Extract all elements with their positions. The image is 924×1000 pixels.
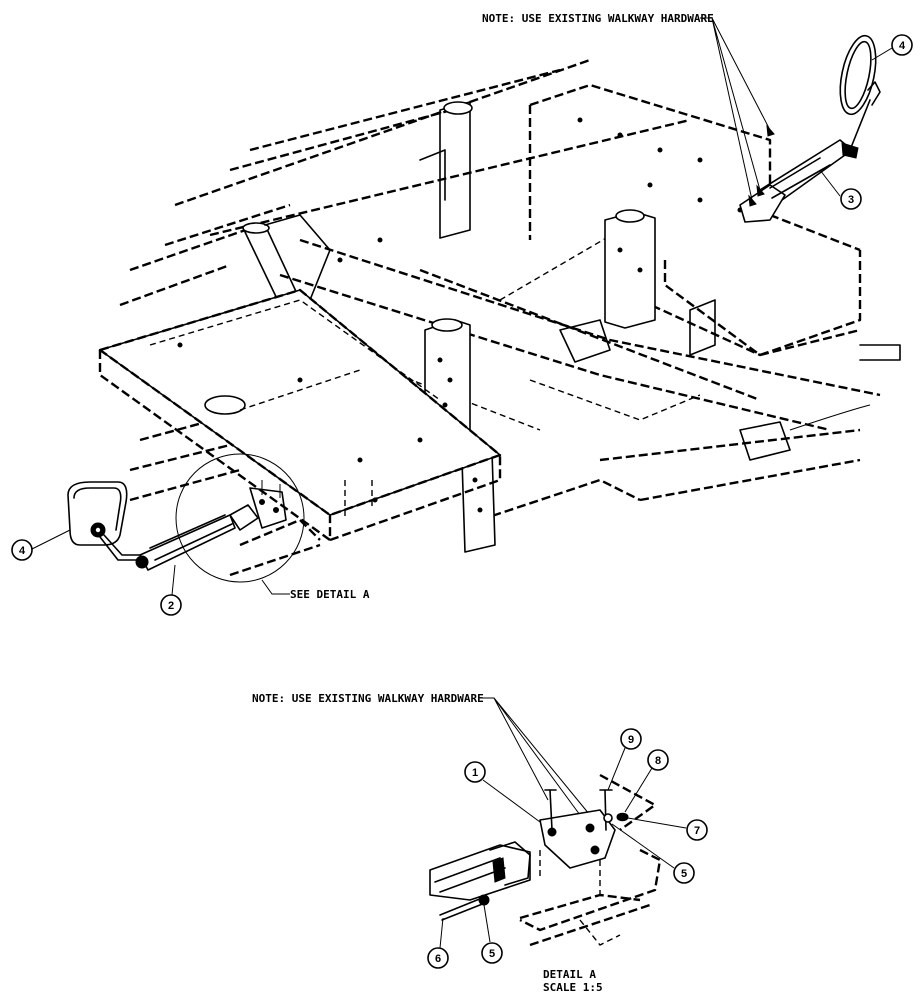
svg-text:9: 9 bbox=[628, 734, 634, 746]
callout-4-left: 4 bbox=[11, 529, 71, 561]
top-note-label: NOTE: USE EXISTING WALKWAY HARDWARE bbox=[482, 12, 714, 25]
svg-text:5: 5 bbox=[681, 868, 687, 880]
callout-9: 9 bbox=[607, 728, 642, 791]
callout-6: 6 bbox=[427, 917, 449, 969]
callout-7: 7 bbox=[627, 817, 708, 841]
detail-note-label: NOTE: USE EXISTING WALKWAY HARDWARE bbox=[252, 692, 484, 705]
detail-a-marker-circle bbox=[175, 453, 305, 583]
callout-1: 1 bbox=[464, 761, 541, 823]
svg-text:4: 4 bbox=[899, 40, 906, 52]
top-note-leader bbox=[700, 17, 771, 201]
svg-text:1: 1 bbox=[472, 767, 478, 779]
detail-note-leader bbox=[480, 697, 595, 821]
see-detail-leader bbox=[261, 579, 290, 595]
svg-text:2: 2 bbox=[168, 600, 174, 612]
svg-text:4: 4 bbox=[19, 545, 26, 557]
callout-2: 2 bbox=[160, 564, 182, 616]
callout-5-bottom: 5 bbox=[481, 904, 503, 964]
callout-3: 3 bbox=[819, 169, 862, 210]
walkway-platform bbox=[98, 288, 502, 577]
detail-a-view bbox=[429, 773, 662, 947]
svg-text:8: 8 bbox=[655, 755, 661, 767]
callout-4-top: 4 bbox=[871, 34, 913, 61]
svg-text:7: 7 bbox=[694, 825, 700, 837]
callout-5-right: 5 bbox=[611, 823, 695, 884]
svg-text:5: 5 bbox=[489, 948, 495, 960]
detail-scale: SCALE 1:5 bbox=[543, 981, 603, 994]
svg-text:6: 6 bbox=[435, 953, 441, 965]
mirror-assembly-left bbox=[67, 480, 373, 571]
machine-frame bbox=[119, 58, 901, 553]
svg-text:3: 3 bbox=[848, 194, 854, 206]
see-detail-label: SEE DETAIL A bbox=[290, 588, 370, 601]
detail-title: DETAIL A bbox=[543, 968, 596, 981]
callout-8: 8 bbox=[624, 749, 669, 813]
